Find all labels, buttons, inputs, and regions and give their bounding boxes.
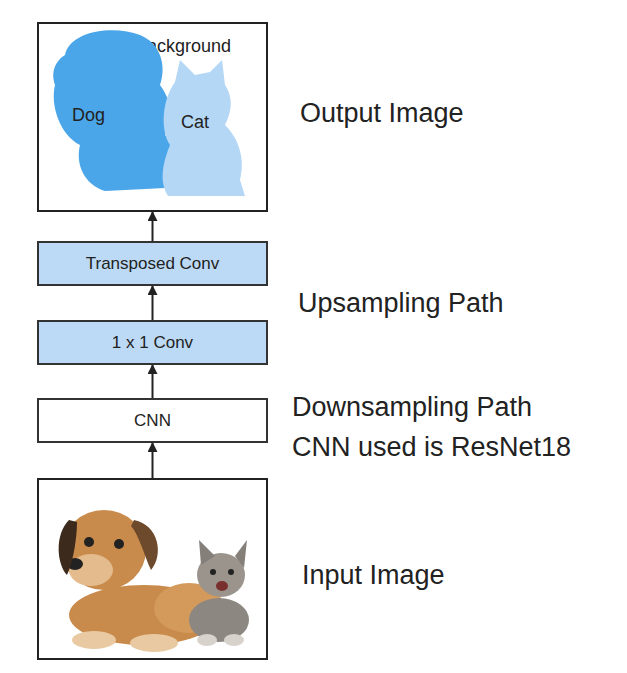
flow-arrow bbox=[152, 365, 154, 398]
output-image-box: Output ImageBackgroundDogCat bbox=[37, 22, 268, 212]
layer-name: CNN bbox=[134, 411, 171, 431]
flow-arrow bbox=[152, 443, 154, 478]
flow-arrow bbox=[152, 212, 154, 241]
flow-arrow bbox=[152, 286, 154, 320]
class-label: Cat bbox=[181, 112, 209, 133]
layer-name: 1 x 1 Conv bbox=[112, 333, 193, 353]
process-box: 1 x 1 Conv bbox=[37, 320, 268, 365]
node-heading: Output Image bbox=[300, 98, 464, 129]
class-label: Dog bbox=[72, 105, 105, 126]
dog-cat-photo bbox=[39, 480, 266, 658]
process-box: Transposed Conv bbox=[37, 241, 268, 286]
path-annotation: Upsampling Path bbox=[298, 288, 504, 319]
path-annotation: CNN used is ResNet18 bbox=[292, 432, 571, 463]
cat-mask: Cat bbox=[150, 60, 248, 200]
node-heading: Input Image bbox=[302, 560, 445, 591]
process-box: CNN bbox=[37, 398, 268, 443]
input-image-box: Input Image bbox=[37, 478, 268, 660]
mask-shape bbox=[163, 60, 245, 196]
layer-name: Transposed Conv bbox=[86, 254, 220, 274]
path-annotation: Downsampling Path bbox=[292, 392, 532, 423]
